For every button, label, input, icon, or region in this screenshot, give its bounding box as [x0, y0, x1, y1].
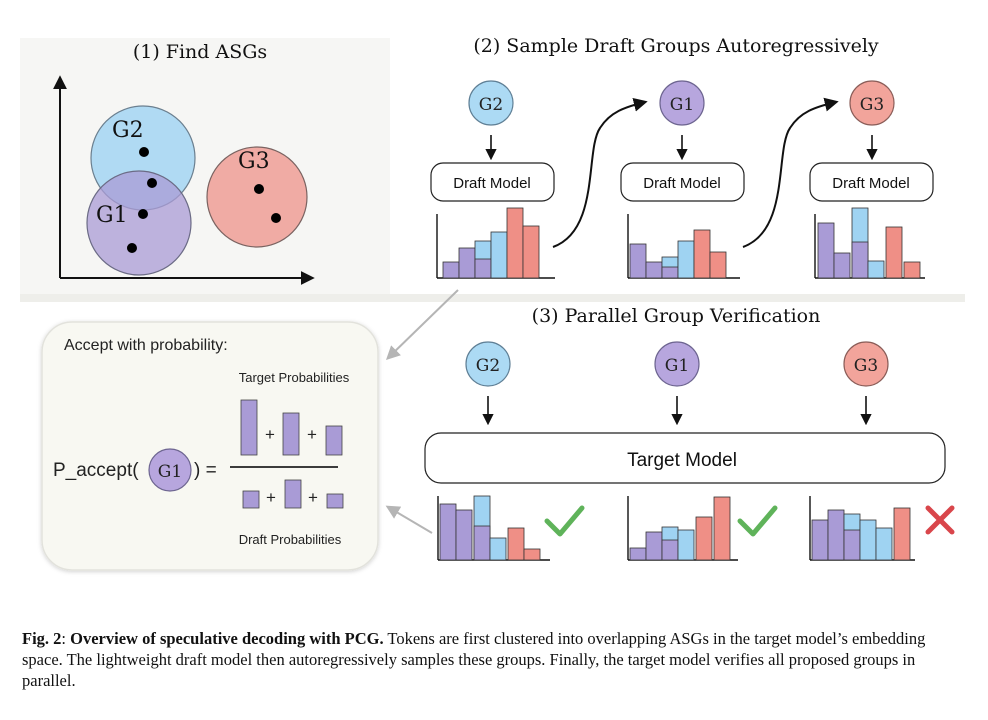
- autoregressive-arrow-1: [552, 97, 648, 248]
- numerator-bar: [325, 425, 343, 456]
- plus-sign: +: [308, 488, 318, 507]
- group-g3-circle: [206, 146, 308, 248]
- overview-diagram: (1) Find ASGs G2 G1 G3 (2) Sample Draft …: [20, 35, 965, 571]
- group-g1-label: G1: [96, 203, 128, 228]
- group-g3-label: G3: [238, 149, 270, 174]
- draft-model-box-3: [809, 162, 934, 202]
- panel-2-title: (2) Sample Draft Groups Autoregressively: [473, 35, 879, 57]
- reject-cross-icon: [925, 505, 955, 535]
- token-point: [147, 178, 157, 188]
- draft-group-g3-label: G3: [860, 95, 884, 115]
- plus-sign: +: [265, 425, 275, 444]
- caption-title: Overview of speculative decoding with PC…: [70, 629, 384, 648]
- caption-body: Tokens are first clustered into overlapp…: [22, 629, 926, 690]
- draft-histogram-3: [814, 207, 925, 279]
- token-point: [139, 147, 149, 157]
- draft-group-g1-label: G1: [670, 95, 694, 115]
- numerator-bar: [240, 399, 258, 456]
- verify-group-g1-label: G1: [665, 356, 689, 376]
- connector-arrow-bottom: [385, 505, 433, 534]
- group-g2-label: G2: [112, 118, 144, 143]
- draft-group-g2-node: [468, 80, 514, 126]
- verify-group-g3-node: [843, 341, 889, 387]
- target-histogram-1: [437, 495, 550, 561]
- formula-g1-node: [148, 448, 192, 492]
- verify-group-g1-node: [654, 341, 700, 387]
- formula-prefix: P_accept(: [53, 460, 139, 481]
- draft-group-g1-node: [659, 80, 705, 126]
- accept-check-icon: [544, 505, 585, 537]
- panel-1-background: [20, 38, 390, 296]
- target-histogram-2: [627, 496, 738, 561]
- draft-model-label-3: Draft Model: [832, 175, 910, 192]
- accept-heading: Accept with probability:: [64, 337, 228, 354]
- draft-model-label-2: Draft Model: [643, 175, 721, 192]
- accept-check-icon: [737, 505, 778, 537]
- draft-group-g2-label: G2: [479, 95, 503, 115]
- denominator-bar: [242, 490, 260, 509]
- panel-3-title: (3) Parallel Group Verification: [532, 305, 821, 327]
- verify-group-g2-node: [465, 341, 511, 387]
- draft-group-g3-node: [849, 80, 895, 126]
- draft-histogram-1: [436, 207, 555, 279]
- draft-histogram-2: [627, 214, 740, 279]
- caption-fig-label: Fig. 2: [22, 629, 62, 648]
- token-point: [138, 209, 148, 219]
- figure-caption: Fig. 2: Overview of speculative decoding…: [22, 628, 970, 691]
- target-model-label: Target Model: [627, 450, 737, 471]
- embedding-space-plot: G2 G1 G3: [53, 75, 315, 285]
- draft-model-label-1: Draft Model: [453, 175, 531, 192]
- formula-g1-label: G1: [158, 462, 182, 482]
- draft-model-box-1: [430, 162, 555, 202]
- section-divider: [20, 294, 965, 302]
- denominator-bar: [326, 493, 344, 509]
- verify-group-g2-label: G2: [476, 356, 500, 376]
- verify-group-g3-label: G3: [854, 356, 878, 376]
- denominator-bar: [284, 479, 302, 509]
- group-g1-circle: [86, 170, 192, 276]
- panel-1-title: (1) Find ASGs: [133, 41, 267, 63]
- draft-model-box-2: [620, 162, 745, 202]
- target-probabilities-label: Target Probabilities: [239, 370, 350, 385]
- formula-suffix: ) =: [194, 460, 217, 481]
- connector-arrow-top: [385, 289, 459, 360]
- caption-colon: :: [61, 629, 71, 648]
- draft-probabilities-label: Draft Probabilities: [239, 532, 342, 547]
- plus-sign: +: [307, 425, 317, 444]
- target-histogram-3: [809, 496, 915, 561]
- token-point: [127, 243, 137, 253]
- token-point: [254, 184, 264, 194]
- plus-sign: +: [266, 488, 276, 507]
- autoregressive-arrow-2: [742, 97, 839, 248]
- numerator-bar: [282, 412, 300, 456]
- token-point: [271, 213, 281, 223]
- target-model-box: [424, 432, 946, 484]
